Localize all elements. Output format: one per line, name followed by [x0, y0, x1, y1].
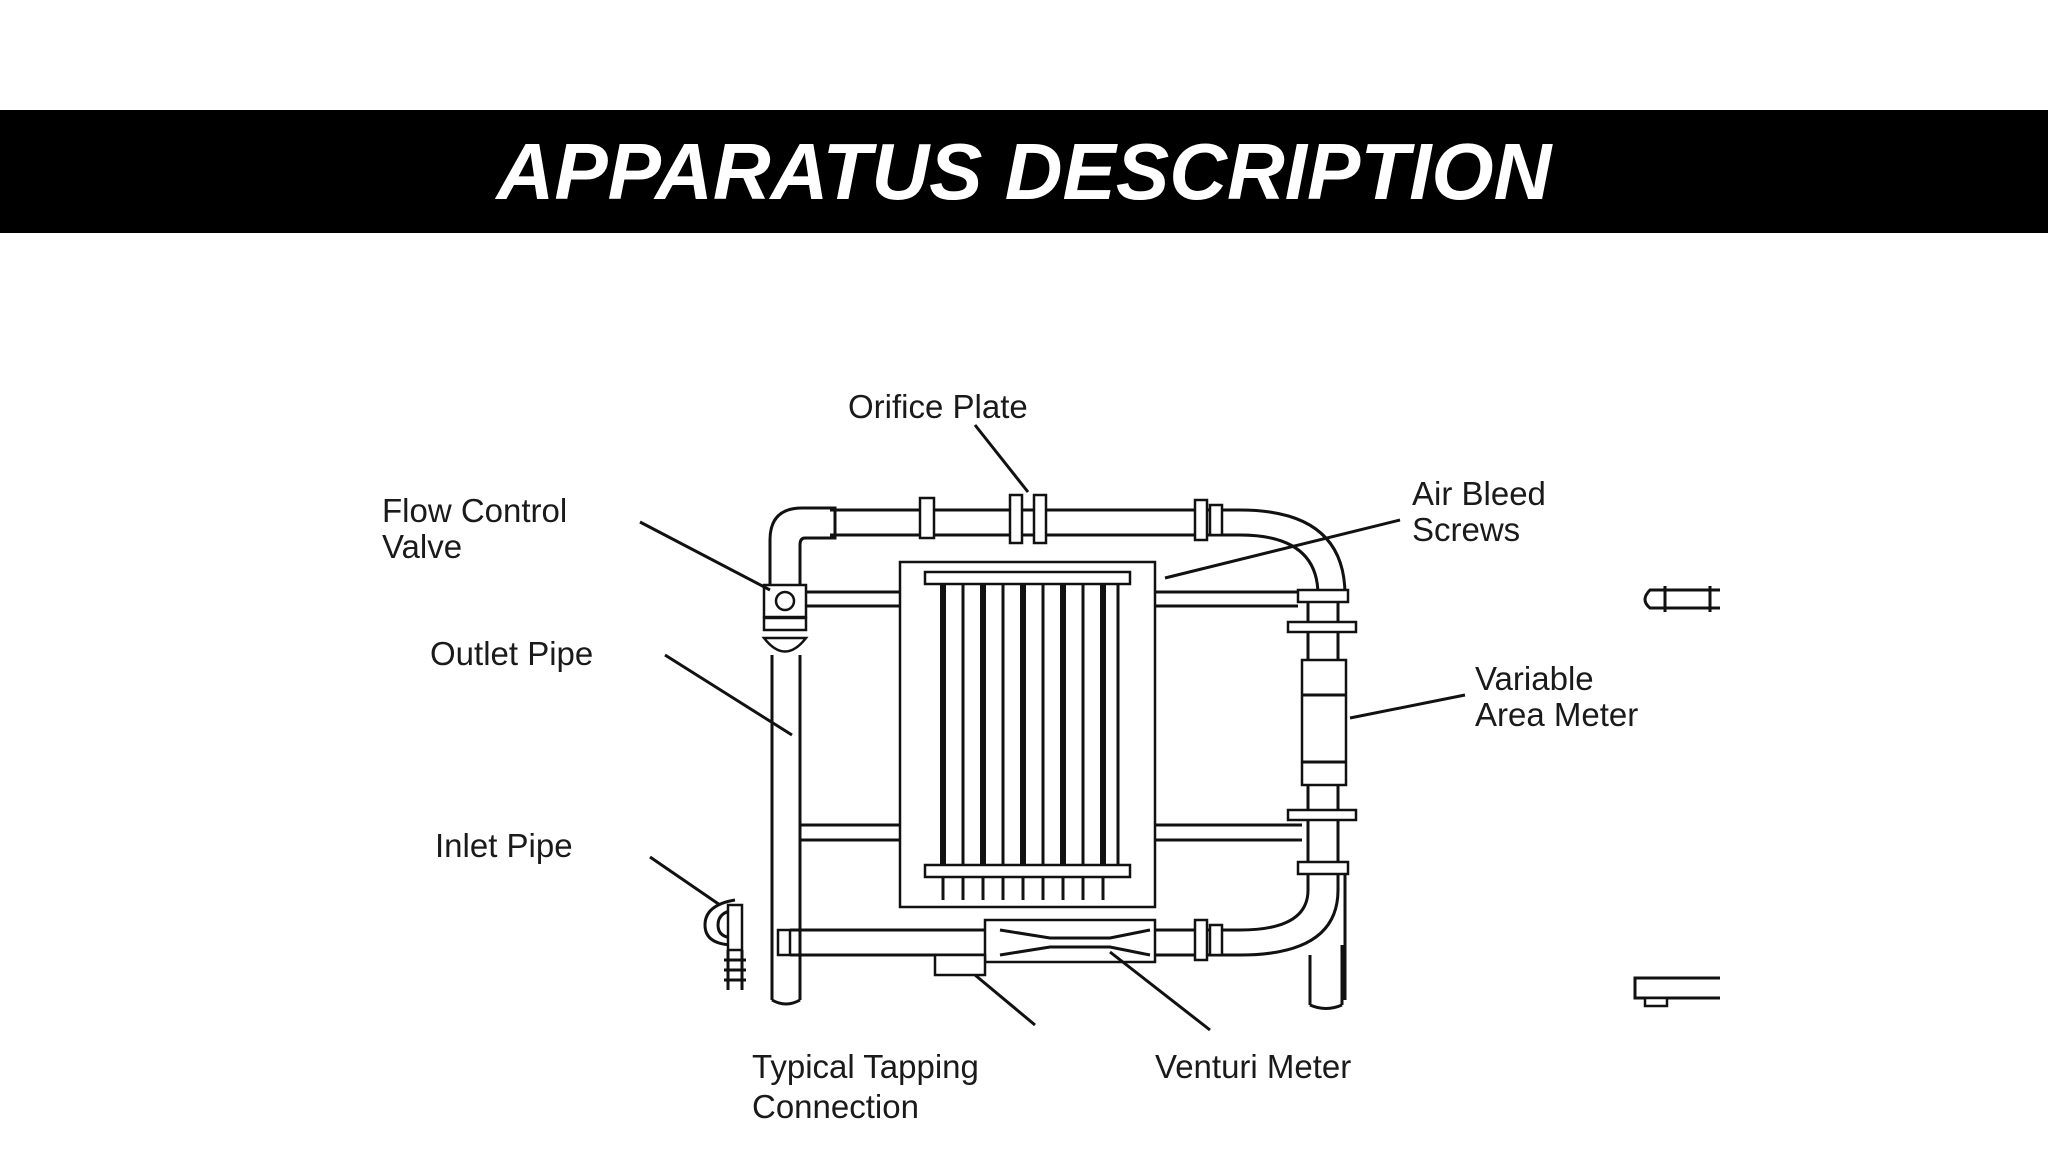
top-right-bend [1225, 508, 1347, 596]
label-air-bleed-2: Screws [1412, 511, 1520, 548]
label-variable-area-2: Area Meter [1475, 696, 1638, 733]
label-tapping-1: Typical Tapping [752, 1048, 979, 1085]
venturi-meter [983, 918, 1157, 964]
label-flow-control-valve-2: Valve [382, 528, 462, 565]
variable-area-meter [1300, 658, 1348, 787]
manometer-board [898, 560, 1157, 909]
label-venturi-meter: Venturi Meter [1155, 1048, 1351, 1085]
label-air-bleed-1: Air Bleed [1412, 475, 1546, 512]
frame-crossbars [800, 590, 1302, 842]
top-left-elbow [768, 506, 837, 555]
right-vertical-pipe [1286, 588, 1358, 876]
slide-title: APPARATUS DESCRIPTION [496, 126, 1552, 216]
label-outlet-pipe: Outlet Pipe [430, 635, 593, 672]
leader-lines [639, 424, 1466, 1032]
title-band: APPARATUS DESCRIPTION [0, 110, 2048, 233]
bottom-right-bend [1225, 873, 1347, 1010]
flow-control-valve [762, 583, 808, 619]
label-orifice-plate: Orifice Plate [848, 388, 1028, 425]
bottom-pipe [790, 918, 1225, 977]
tapping-connection [933, 953, 987, 977]
label-flow-control-valve-1: Flow Control [382, 492, 567, 529]
label-tapping-2: Connection [752, 1088, 919, 1125]
top-pipe [830, 508, 1225, 537]
inlet-pipe [703, 898, 792, 990]
label-inlet-pipe: Inlet Pipe [435, 827, 573, 864]
right-edge-fragments [1633, 586, 1720, 1008]
orifice-plate [918, 493, 1224, 545]
label-variable-area-1: Variable [1475, 660, 1594, 697]
outlet-pipe [761, 555, 809, 1006]
